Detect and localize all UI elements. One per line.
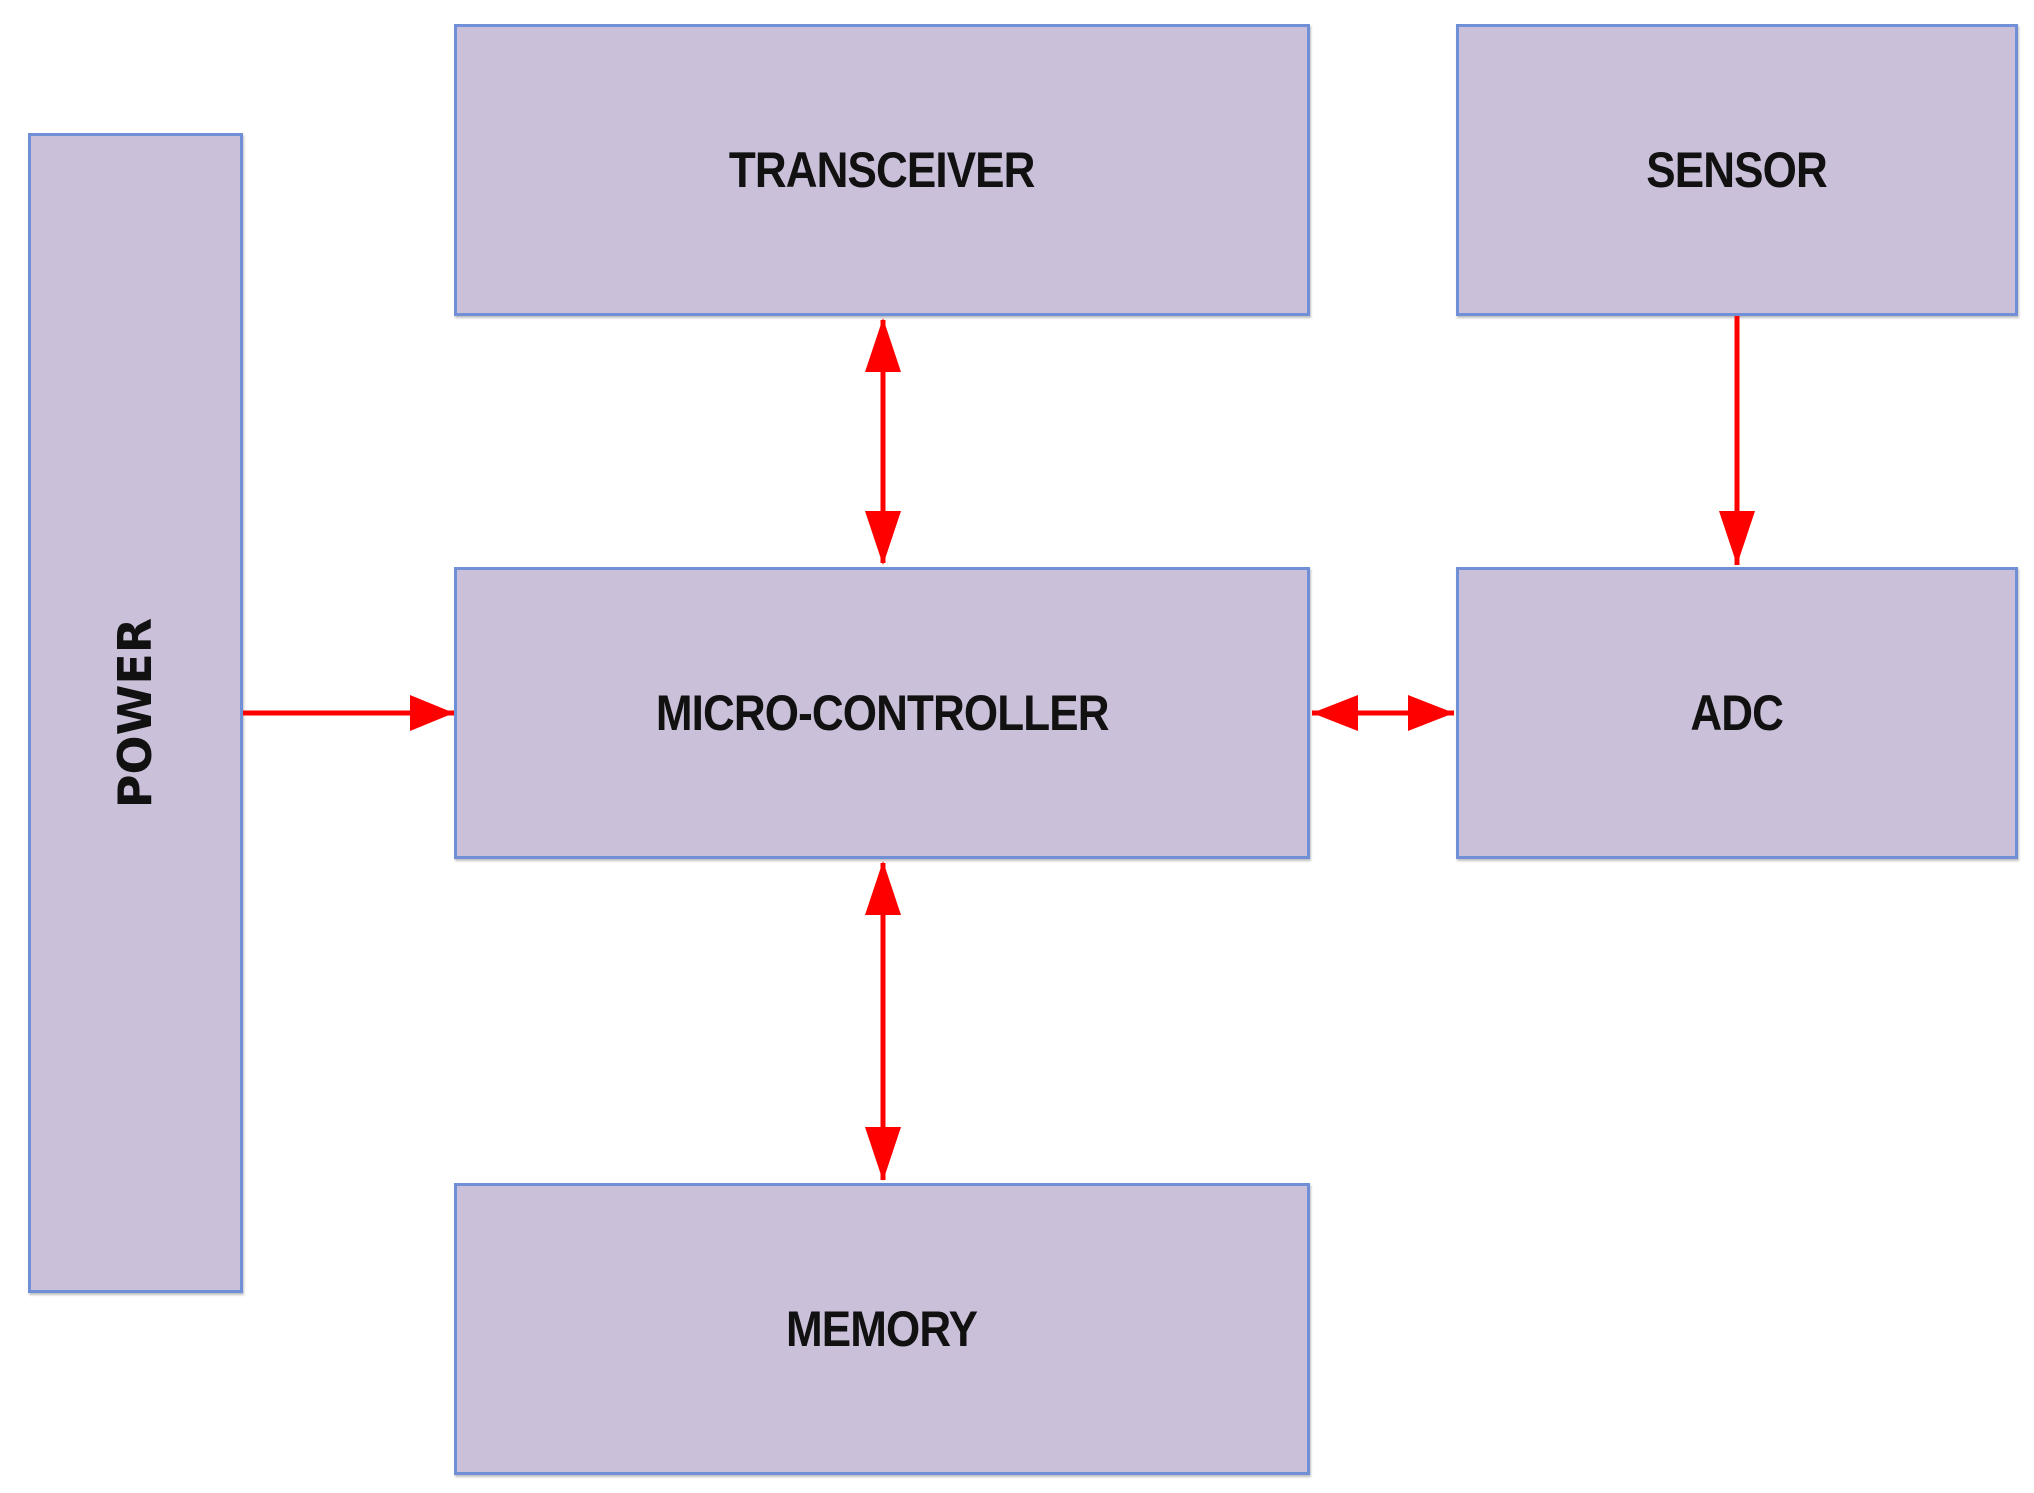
sensor-to-adc-arrowhead bbox=[1719, 511, 1755, 565]
memory-top-arrowhead bbox=[865, 1127, 901, 1181]
power-label: POWER bbox=[108, 617, 163, 809]
microcontroller-right-arrowhead bbox=[1312, 695, 1358, 731]
memory-label: MEMORY bbox=[786, 1301, 978, 1357]
microcontroller-block: MICRO-CONTROLLER bbox=[454, 567, 1310, 859]
memory-block: MEMORY bbox=[454, 1183, 1310, 1475]
adc-block: ADC bbox=[1456, 567, 2018, 859]
adc-left-arrowhead bbox=[1408, 695, 1454, 731]
power-to-microcontroller-arrowhead bbox=[410, 695, 454, 731]
sensor-block: SENSOR bbox=[1456, 24, 2018, 316]
microcontroller-label: MICRO-CONTROLLER bbox=[655, 685, 1110, 741]
transceiver-label: TRANSCEIVER bbox=[729, 142, 1036, 198]
microcontroller-top-arrowhead bbox=[865, 511, 901, 565]
power-block: POWER bbox=[28, 133, 243, 1293]
microcontroller-bottom-arrowhead bbox=[865, 861, 901, 915]
sensor-label: SENSOR bbox=[1646, 142, 1828, 198]
adc-label: ADC bbox=[1690, 685, 1785, 741]
transceiver-end-arrowhead bbox=[865, 318, 901, 372]
transceiver-block: TRANSCEIVER bbox=[454, 24, 1310, 316]
